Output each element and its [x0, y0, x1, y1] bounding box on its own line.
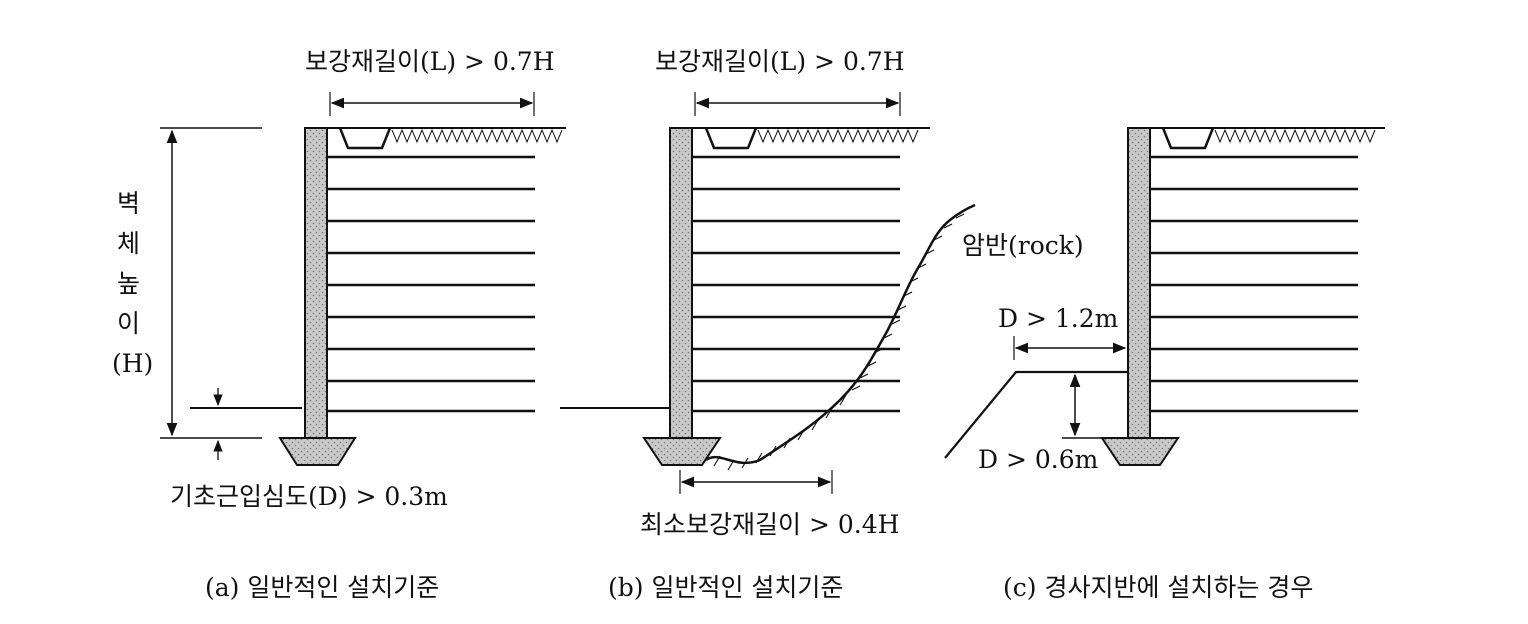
- panel-b-reinforcement-length-label: 보강재길이(L) > 0.7H: [655, 47, 905, 76]
- panel-a: 보강재길이(L) > 0.7H 벽 체 높 이 (H): [112, 47, 566, 602]
- panel-c-bench-width-label: D > 1.2m: [998, 304, 1119, 333]
- panel-a-wall-height-char-3: 이: [117, 309, 140, 338]
- panel-a-footing: [278, 437, 357, 466]
- panel-c-sloped-ground: [944, 370, 1128, 459]
- panel-c-wall-facing: [1127, 127, 1151, 439]
- panel-a-reinforcement-length-label: 보강재길이(L) > 0.7H: [305, 47, 555, 76]
- panel-b-footing: [642, 437, 722, 466]
- panel-b-reinforcements: [692, 155, 900, 413]
- panel-c-reinforcements: [1150, 155, 1358, 413]
- panel-c-drain-channel: [1161, 127, 1215, 150]
- panel-c: D > 1.2m D > 0.6m (c) 경사지반에 설치하는 경우: [944, 127, 1385, 602]
- panel-c-caption: (c) 경사지반에 설치하는 경우: [1003, 573, 1313, 602]
- panel-a-drain-channel: [338, 127, 392, 150]
- panel-b: 보강재길이(L) > 0.7H 암반(rock): [560, 47, 1084, 602]
- panel-b-rock-label: 암반(rock): [962, 231, 1084, 260]
- panel-a-reinforcements: [327, 155, 535, 413]
- panel-c-embedment-label: D > 0.6m: [978, 445, 1099, 474]
- panel-a-wall-height-char-0: 벽: [117, 189, 140, 218]
- panel-b-rock-boundary: [705, 203, 976, 465]
- panel-b-caption: (b) 일반적인 설치기준: [608, 573, 843, 602]
- panel-a-wall-height-char-2: 높: [117, 269, 140, 298]
- panel-a-wall-height-char-1: 체: [117, 229, 140, 258]
- panel-a-embedment-label: 기초근입심도(D) > 0.3m: [170, 482, 448, 511]
- panel-a-wall-height-char-4: (H): [112, 349, 153, 378]
- panel-b-wall-facing: [669, 127, 693, 439]
- panel-b-min-length-label: 최소보강재길이 > 0.4H: [640, 510, 899, 539]
- panel-c-footing: [1100, 437, 1180, 466]
- panel-a-wall-facing: [304, 127, 328, 439]
- panel-b-drain-channel: [704, 127, 758, 150]
- panel-a-caption: (a) 일반적인 설치기준: [205, 573, 439, 602]
